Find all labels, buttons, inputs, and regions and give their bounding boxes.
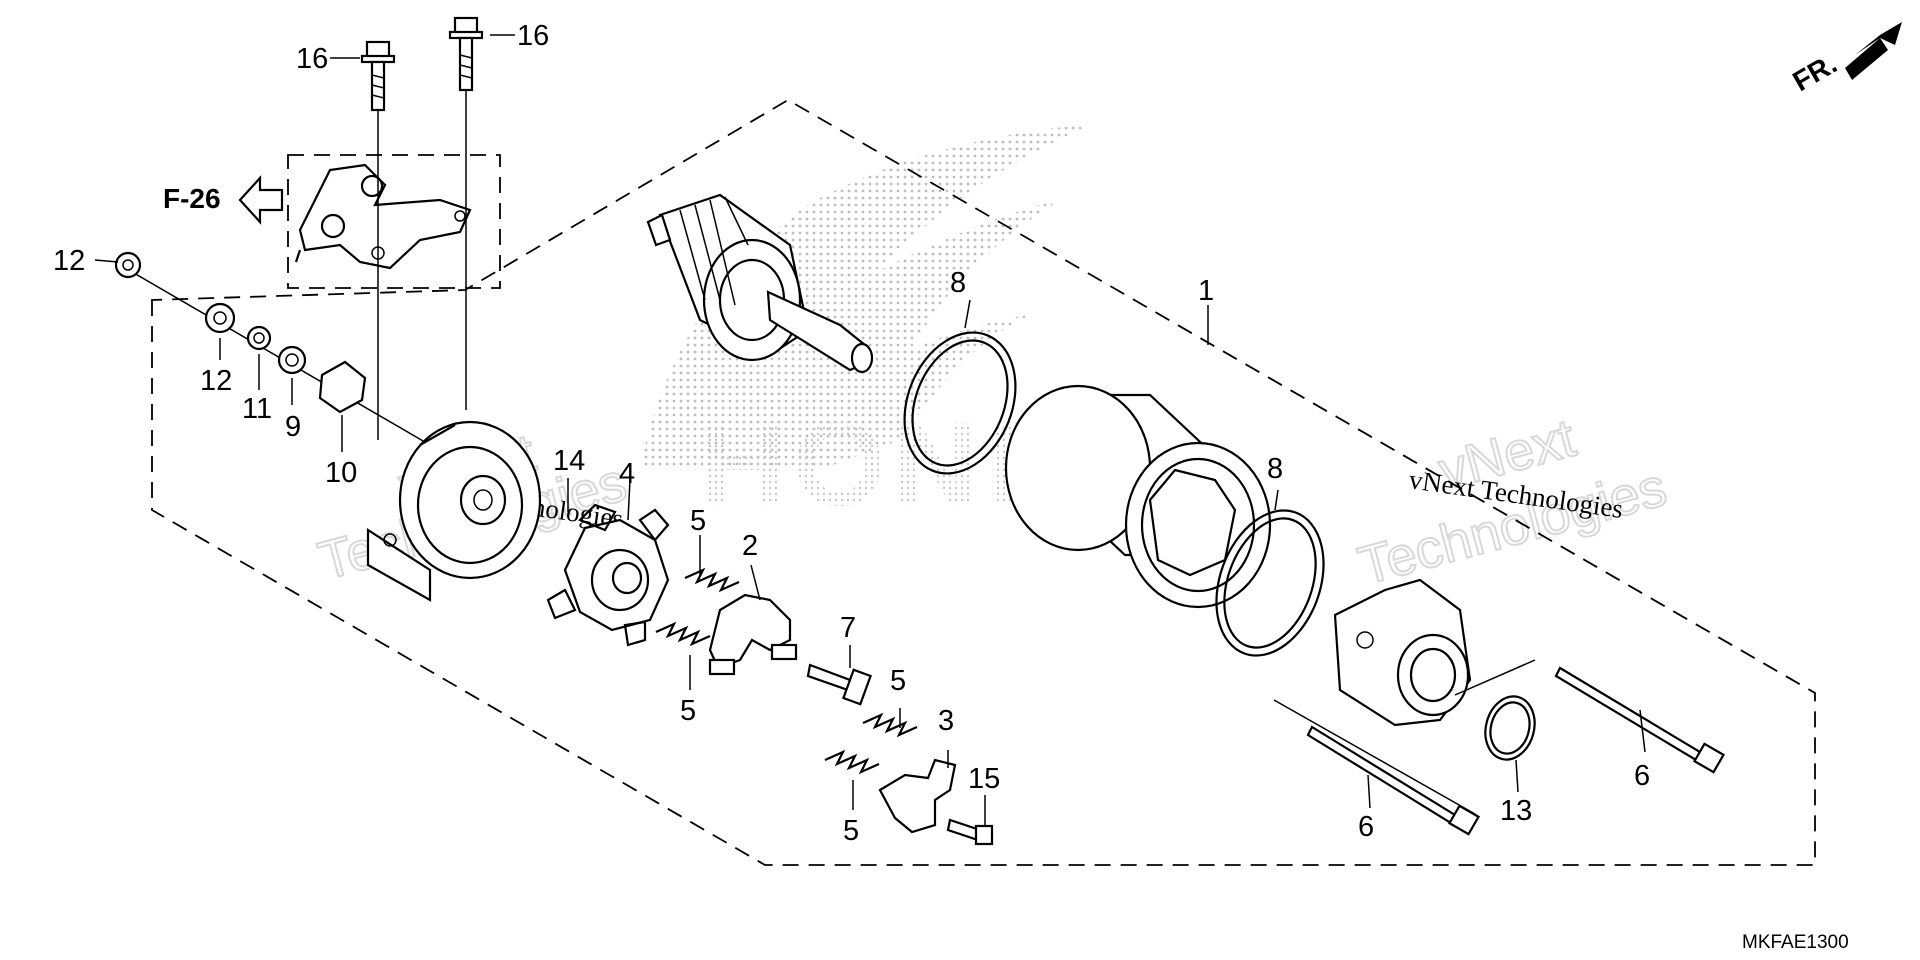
flange-bolt-left [360,40,396,440]
flange-bolt-right [448,16,484,410]
callout-5-c[interactable]: 5 [890,665,906,697]
callout-8-a[interactable]: 8 [950,267,966,299]
callout-16-b[interactable]: 16 [517,20,549,52]
front-arrow: FR. [1788,22,1902,97]
callout-13[interactable]: 13 [1500,795,1532,827]
callout-8-b[interactable]: 8 [1267,453,1283,485]
callout-1[interactable]: 1 [1198,275,1214,307]
callout-6-a[interactable]: 6 [1634,760,1650,792]
callout-5-d[interactable]: 5 [843,815,859,847]
brush-springs [655,567,918,775]
callout-3[interactable]: 3 [938,705,954,737]
callout-4[interactable]: 4 [619,458,635,490]
rear-cover [1333,578,1472,727]
mounting-bracket [294,163,472,270]
callout-14[interactable]: 14 [553,445,585,477]
front-indicator: FR. [1788,48,1843,97]
callout-7[interactable]: 7 [840,612,856,644]
o-ring-lower [1215,509,1325,657]
callout-10[interactable]: 10 [325,457,357,489]
yoke [1004,384,1272,609]
through-bolt-upper [1554,666,1726,774]
reference-label: F-26 [163,183,221,214]
rear-leader-lines [1273,659,1536,815]
brush-plate [546,503,670,647]
armature [646,193,874,374]
o-ring-upper [903,331,1017,475]
leader-lines [94,34,1646,826]
terminal-bolt [806,663,872,706]
diagram-code: MKFAE1300 [1742,932,1849,953]
callout-16-a[interactable]: 16 [296,43,328,75]
callout-9[interactable]: 9 [285,411,301,443]
through-bolt-lower [1306,725,1481,836]
brush-holder [708,593,798,676]
assembly-boundary [151,98,1816,866]
callout-6-b[interactable]: 6 [1358,811,1374,843]
reference-f26[interactable]: F-26 [163,175,284,225]
o-ring-small [1484,695,1536,761]
callouts: 1 2 3 4 5 5 5 5 6 6 7 8 8 9 10 11 12 12 … [53,20,1650,847]
callout-2[interactable]: 2 [742,530,758,562]
callout-12-b[interactable]: 12 [200,365,232,397]
callout-15[interactable]: 15 [968,763,1000,795]
brush-holder-lower [878,758,957,834]
callout-5-a[interactable]: 5 [690,505,706,537]
callout-11[interactable]: 11 [242,393,272,425]
nut-chain [114,251,431,446]
front-cover [366,420,542,602]
bracket-box [287,154,501,289]
callout-12-a[interactable]: 12 [53,245,85,277]
reference-arrow-icon [238,175,284,225]
screw [946,818,994,846]
callout-5-b[interactable]: 5 [680,695,696,727]
